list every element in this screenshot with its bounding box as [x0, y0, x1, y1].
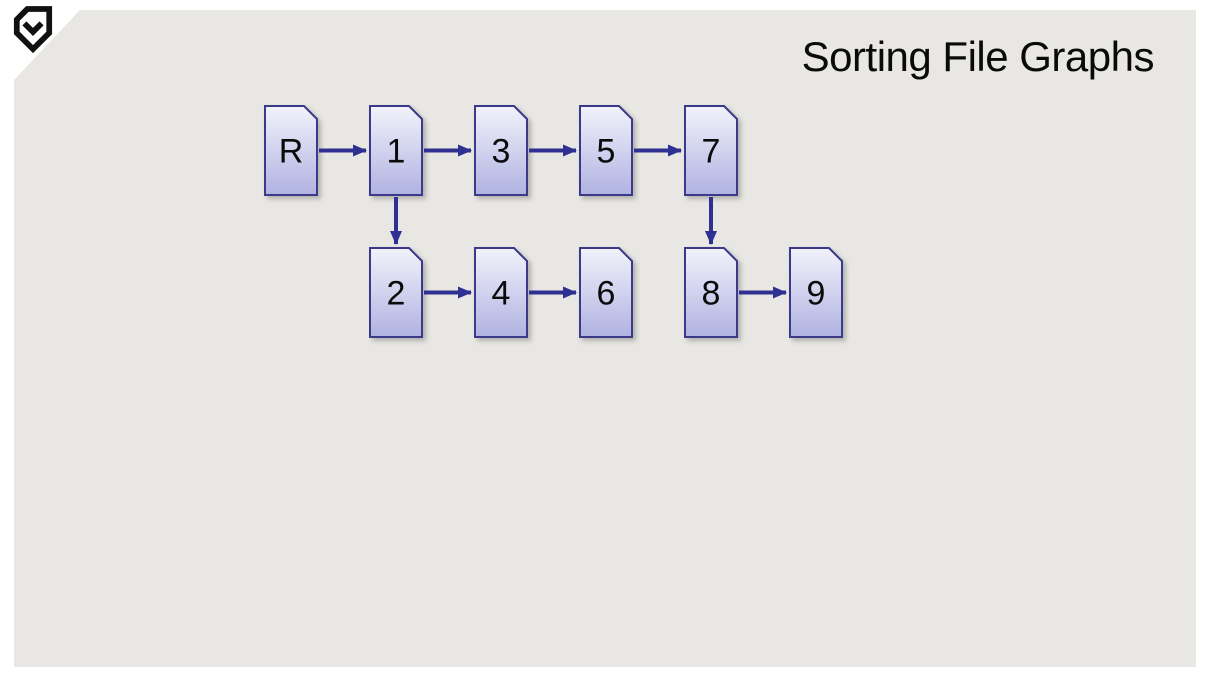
double-chevron-badge-icon — [13, 6, 53, 54]
file-shape — [684, 105, 738, 196]
file-node-4: 4 — [474, 247, 528, 338]
file-shape — [579, 105, 633, 196]
file-node-6: 6 — [579, 247, 633, 338]
page-title: Sorting File Graphs — [801, 33, 1155, 80]
file-node-label: R — [279, 133, 304, 171]
file-shape — [264, 105, 318, 196]
file-node-8: 8 — [684, 247, 738, 338]
file-shape — [369, 247, 423, 338]
file-node-label: 1 — [387, 133, 406, 171]
file-node-3: 3 — [474, 105, 528, 196]
file-node-7: 7 — [684, 105, 738, 196]
file-node-label: 9 — [807, 275, 826, 313]
file-node-2: 2 — [369, 247, 423, 338]
file-node-label: 5 — [597, 133, 616, 171]
file-node-label: 8 — [702, 275, 721, 313]
file-node-5: 5 — [579, 105, 633, 196]
file-node-1: 1 — [369, 105, 423, 196]
file-node-label: 4 — [492, 275, 511, 313]
file-shape — [789, 247, 843, 338]
file-shape — [684, 247, 738, 338]
file-node-R: R — [264, 105, 318, 196]
file-shape — [474, 105, 528, 196]
file-shape — [369, 105, 423, 196]
file-node-label: 6 — [597, 275, 616, 313]
file-node-label: 3 — [492, 133, 511, 171]
file-node-9: 9 — [789, 247, 843, 338]
file-node-label: 2 — [387, 275, 406, 313]
file-shape — [474, 247, 528, 338]
file-shape — [579, 247, 633, 338]
file-node-label: 7 — [702, 133, 721, 171]
